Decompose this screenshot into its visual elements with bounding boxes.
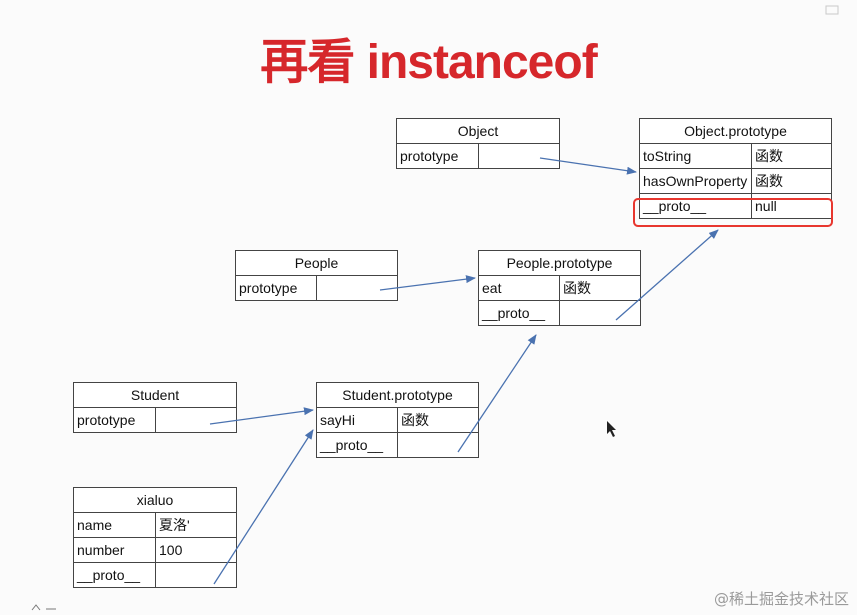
field-name: number [73, 537, 156, 563]
field-name: prototype [73, 407, 156, 433]
mouse-cursor-icon [607, 421, 616, 437]
slide-title: 再看 instanceof [260, 36, 597, 89]
arrow-student-prototype [209, 407, 314, 425]
field-value: 函数 [751, 168, 832, 194]
field-value: null [751, 193, 832, 219]
field-name: __proto__ [639, 193, 752, 219]
watermark: @稀土掘金技术社区 [713, 590, 849, 608]
student-box: Student prototype [73, 382, 237, 433]
field-value [478, 143, 560, 169]
box-title: xialuo [73, 487, 237, 513]
field-name: hasOwnProperty [639, 168, 752, 194]
field-name: prototype [235, 275, 317, 301]
field-value: 函数 [751, 143, 832, 169]
object-box: Object prototype [396, 118, 560, 169]
field-name: __proto__ [316, 432, 398, 458]
arrow-xialuo-proto-chain [213, 429, 314, 585]
toolbar-icon [31, 604, 56, 611]
field-name: name [73, 512, 156, 538]
field-value [559, 300, 641, 326]
field-value [155, 562, 237, 588]
field-value: 函数 [559, 275, 641, 301]
window-control-icon [825, 5, 839, 15]
field-name: __proto__ [73, 562, 156, 588]
arrow-student-proto-chain [457, 334, 537, 453]
field-value [397, 432, 479, 458]
box-title: Object [396, 118, 560, 144]
null-highlight [633, 198, 833, 227]
arrow-people-prototype [379, 275, 476, 291]
arrow-people-proto-chain [615, 229, 719, 321]
object-prototype-box: Object.prototype toString 函数 hasOwnPrope… [639, 118, 832, 219]
people-box: People prototype [235, 250, 398, 301]
people-prototype-box: People.prototype eat 函数 __proto__ [478, 250, 641, 326]
field-value [155, 407, 237, 433]
student-prototype-box: Student.prototype sayHi 函数 __proto__ [316, 382, 479, 458]
xialuo-box: xialuo name 夏洛' number 100 __proto__ [73, 487, 237, 588]
field-name: __proto__ [478, 300, 560, 326]
arrow-object-prototype [539, 157, 637, 175]
